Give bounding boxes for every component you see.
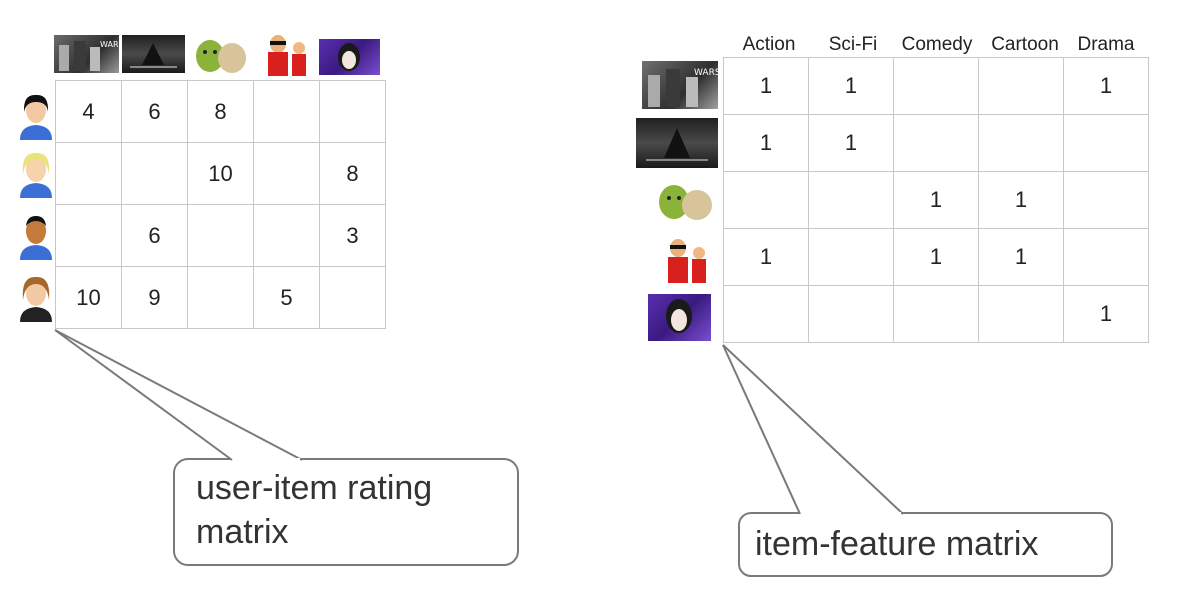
matrix-cell: 1 xyxy=(978,228,1064,286)
matrix-cell: 10 xyxy=(55,266,122,329)
matrix-cell xyxy=(893,57,979,115)
item-feature-callout-label: item-feature matrix xyxy=(755,525,1039,563)
matrix-cell: 10 xyxy=(187,142,254,205)
matrix-cell xyxy=(55,142,122,205)
matrix-cell xyxy=(187,204,254,267)
user-item-callout-pointer xyxy=(54,329,303,461)
shrek-icon xyxy=(652,175,718,223)
matrix-cell xyxy=(55,204,122,267)
header-cartoon: Cartoon xyxy=(991,34,1059,55)
matrix-cell: 8 xyxy=(319,142,386,205)
matrix-cell: 1 xyxy=(978,171,1064,229)
dark-knight-poster-icon xyxy=(636,118,718,168)
matrix-cell: 1 xyxy=(723,228,809,286)
matrix-cell xyxy=(121,142,188,205)
matrix-cell: 4 xyxy=(55,80,122,143)
matrix-cell: 1 xyxy=(808,114,894,172)
matrix-cell xyxy=(1063,228,1149,286)
matrix-cell xyxy=(808,285,894,343)
matrix-cell xyxy=(808,228,894,286)
matrix-cell xyxy=(723,171,809,229)
item-feature-callout-pointer xyxy=(722,344,904,515)
matrix-cell: 9 xyxy=(121,266,188,329)
dark-knight-poster-icon xyxy=(122,35,185,73)
matrix-cell xyxy=(319,266,386,329)
shrek-icon xyxy=(190,30,252,76)
matrix-cell xyxy=(808,171,894,229)
matrix-cell: 3 xyxy=(319,204,386,267)
matrix-cell: 1 xyxy=(808,57,894,115)
matrix-cell: 6 xyxy=(121,204,188,267)
matrix-cell xyxy=(319,80,386,143)
matrix-cell: 1 xyxy=(893,228,979,286)
header-sci-fi: Sci-Fi xyxy=(828,34,878,55)
user-row: 10 8 xyxy=(55,142,386,205)
incredibles-icon xyxy=(254,30,318,76)
matrix-cell xyxy=(978,114,1064,172)
portrait-icon xyxy=(319,39,380,75)
matrix-cell xyxy=(978,285,1064,343)
matrix-cell xyxy=(723,285,809,343)
matrix-cell: 1 xyxy=(723,114,809,172)
user-avatar-icon xyxy=(17,212,55,260)
matrix-cell: 5 xyxy=(253,266,320,329)
matrix-cell xyxy=(1063,171,1149,229)
matrix-cell: 8 xyxy=(187,80,254,143)
matrix-cell xyxy=(253,142,320,205)
incredibles-icon xyxy=(654,233,718,283)
matrix-cell: 1 xyxy=(893,171,979,229)
matrix-cell xyxy=(1063,114,1149,172)
matrix-cell xyxy=(253,204,320,267)
matrix-cell xyxy=(253,80,320,143)
svg-text:WARS: WARS xyxy=(100,40,119,49)
matrix-cell xyxy=(893,114,979,172)
item-row: 1 xyxy=(723,285,1149,343)
matrix-cell xyxy=(978,57,1064,115)
header-action: Action xyxy=(742,34,796,55)
matrix-cell: 1 xyxy=(723,57,809,115)
matrix-cell: 1 xyxy=(1063,57,1149,115)
matrix-cell xyxy=(187,266,254,329)
portrait-icon xyxy=(648,294,711,341)
matrix-cell: 6 xyxy=(121,80,188,143)
matrix-cell: 1 xyxy=(1063,285,1149,343)
matrix-cell xyxy=(893,285,979,343)
star-wars-poster-icon: WARS xyxy=(54,35,119,73)
header-comedy: Comedy xyxy=(901,34,973,55)
user-avatar-icon xyxy=(17,150,55,198)
user-item-callout-line2: matrix xyxy=(196,513,289,551)
user-avatar-icon xyxy=(17,274,55,322)
star-wars-poster-icon: WARS xyxy=(642,61,718,109)
user-item-callout-line1: user-item rating xyxy=(196,469,433,507)
svg-text:WARS: WARS xyxy=(694,68,718,78)
header-drama: Drama xyxy=(1077,34,1135,55)
user-avatar-icon xyxy=(17,92,55,140)
